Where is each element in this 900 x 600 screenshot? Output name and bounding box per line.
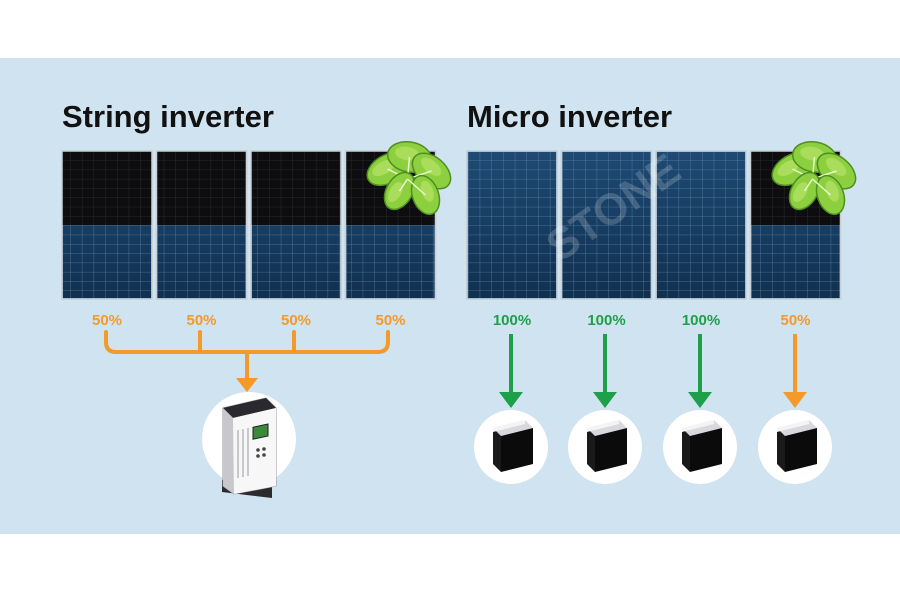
string-output-label-3: 50% — [281, 312, 311, 329]
micro-arrow-2-head — [593, 392, 617, 408]
string-output-label-1: 50% — [92, 312, 122, 329]
string-inverter-icon — [202, 392, 296, 498]
micro-panel-group: 100% 100% 100% 50% — [466, 140, 857, 329]
string-output-label-2: 50% — [186, 312, 216, 329]
string-connector-arrowhead — [236, 378, 258, 392]
string-panel-group: 50% 50% 50% 50% — [61, 140, 452, 329]
micro-panel-3 — [655, 150, 747, 300]
micro-output-label-2: 100% — [587, 312, 625, 329]
string-leaf-cluster-icon — [366, 140, 452, 216]
micro-arrow-1-head — [499, 392, 523, 408]
micro-arrow-3-head — [688, 392, 712, 408]
micro-arrows — [499, 334, 807, 408]
diagram-canvas: String inverter Micro inverter 50%50%50%… — [0, 58, 900, 534]
micro-inverter-icon — [474, 410, 548, 484]
micro-leaf-cluster-icon — [771, 140, 857, 216]
string-panel-3 — [250, 150, 342, 300]
micro-inverter-icon — [758, 410, 832, 484]
micro-arrow-4-head — [783, 392, 807, 408]
string-inverter-title: String inverter — [62, 99, 274, 134]
inverter-comparison-diagram: String inverter Micro inverter 50%50%50%… — [61, 99, 857, 498]
string-panel-1 — [61, 150, 153, 300]
micro-output-label-4: 50% — [780, 312, 810, 329]
string-connector — [104, 330, 390, 382]
micro-inverter-icons — [474, 410, 832, 484]
micro-output-label-3: 100% — [682, 312, 720, 329]
micro-inverter-icon — [568, 410, 642, 484]
string-panel-2 — [155, 150, 248, 300]
micro-panel-1 — [466, 150, 558, 300]
micro-output-label-1: 100% — [493, 312, 531, 329]
micro-panel-2 — [560, 150, 653, 300]
micro-inverter-title: Micro inverter — [467, 99, 672, 134]
micro-inverter-icon — [663, 410, 737, 484]
string-output-label-4: 50% — [375, 312, 405, 329]
